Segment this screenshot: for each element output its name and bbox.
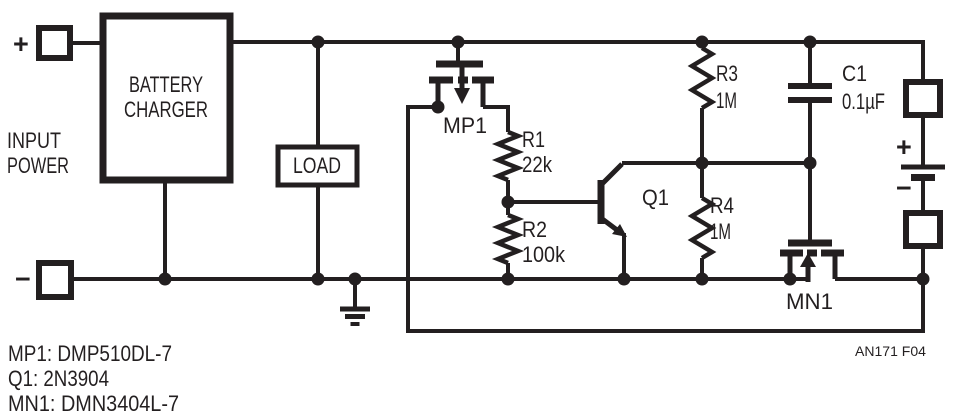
junction-dot xyxy=(916,272,930,286)
battery-charger-label-line2: CHARGER xyxy=(124,97,208,122)
load-box xyxy=(275,144,360,188)
mp1-label: MP1 xyxy=(443,113,487,138)
battery-symbol: + − xyxy=(896,79,945,249)
q1-emitter xyxy=(599,216,619,232)
junction-dot xyxy=(695,35,709,49)
junction-dot xyxy=(158,272,172,286)
junction-dot xyxy=(617,272,631,286)
battery-top-terminal-box xyxy=(903,79,943,118)
junction-dot xyxy=(783,272,797,286)
battery-minus-sign: − xyxy=(896,173,912,203)
note-q1: Q1: 2N3904 xyxy=(8,366,109,391)
input-plus-sign: + xyxy=(13,29,29,59)
resistor-r3: R3 1M xyxy=(687,46,738,113)
mp1-arrow-head xyxy=(454,88,470,104)
r3-zigzag xyxy=(687,46,717,110)
junction-dot xyxy=(695,272,709,286)
ground-symbol xyxy=(340,306,370,326)
r2-zigzag xyxy=(491,212,525,266)
q1-emitter-arrow xyxy=(612,224,627,237)
terminal-box xyxy=(36,260,74,300)
r1-value-label: 22k xyxy=(522,152,553,177)
junction-dot xyxy=(311,35,325,49)
npn-q1-symbol: Q1 xyxy=(597,162,669,237)
capacitor-c1-symbol: C1 0.1µF xyxy=(788,61,885,114)
junction-dot xyxy=(803,156,817,170)
junction-dot xyxy=(431,100,445,114)
junction-dot xyxy=(501,272,515,286)
r4-value-label: 1M xyxy=(710,219,731,244)
r2-ref-label: R2 xyxy=(522,217,547,242)
input-minus-terminal: − xyxy=(15,260,74,300)
mosfet-mn1-symbol: MN1 xyxy=(780,239,844,314)
q1-label: Q1 xyxy=(642,185,669,210)
junction-dot xyxy=(348,272,362,286)
mn1-label: MN1 xyxy=(786,289,833,314)
battery-plus-sign: + xyxy=(896,132,912,162)
junction-dots xyxy=(158,35,930,286)
r1-ref-label: R1 xyxy=(522,127,545,152)
input-plus-terminal: + xyxy=(13,25,73,61)
input-power-label-line1: INPUT xyxy=(7,128,61,153)
r1-zigzag xyxy=(491,129,525,183)
junction-dot xyxy=(803,35,817,49)
battery-charger-block: BATTERY CHARGER xyxy=(99,12,234,184)
battery-bottom-terminal-box xyxy=(903,210,943,249)
mosfet-mp1-symbol: MP1 xyxy=(429,60,494,138)
junction-dot xyxy=(501,195,515,209)
battery-charger-box xyxy=(99,12,234,184)
component-notes: MP1: DMP510DL-7 Q1: 2N3904 MN1: DMN3404L… xyxy=(8,341,179,416)
load-label: LOAD xyxy=(293,153,341,178)
c1-ref-label: C1 xyxy=(842,61,867,86)
note-mn1: MN1: DMN3404L-7 xyxy=(8,391,179,416)
resistor-r4: R4 1M xyxy=(687,193,734,260)
c1-plates xyxy=(788,83,832,103)
r4-ref-label: R4 xyxy=(710,193,734,218)
r2-value-label: 100k xyxy=(522,242,566,267)
battery-charger-label-line1: BATTERY xyxy=(129,72,203,97)
q1-collector xyxy=(599,162,624,187)
input-minus-sign: − xyxy=(15,264,31,294)
figure-ref: AN171 F04 xyxy=(855,343,926,359)
junction-dot xyxy=(451,35,465,49)
junction-dot xyxy=(695,156,709,170)
ground-bars xyxy=(340,306,370,319)
junction-dot xyxy=(311,272,325,286)
note-mp1: MP1: DMP510DL-7 xyxy=(8,341,172,366)
mn1-arrow-head xyxy=(800,253,816,267)
resistor-r1: R1 22k xyxy=(491,127,553,183)
input-power-label-line2: POWER xyxy=(7,153,69,178)
r4-zigzag xyxy=(687,196,717,260)
terminal-box xyxy=(36,25,73,61)
load-block: LOAD xyxy=(275,144,360,188)
r3-ref-label: R3 xyxy=(716,61,738,86)
resistor-r2: R2 100k xyxy=(491,212,566,267)
r3-value-label: 1M xyxy=(716,88,737,113)
c1-value-label: 0.1µF xyxy=(842,89,885,114)
